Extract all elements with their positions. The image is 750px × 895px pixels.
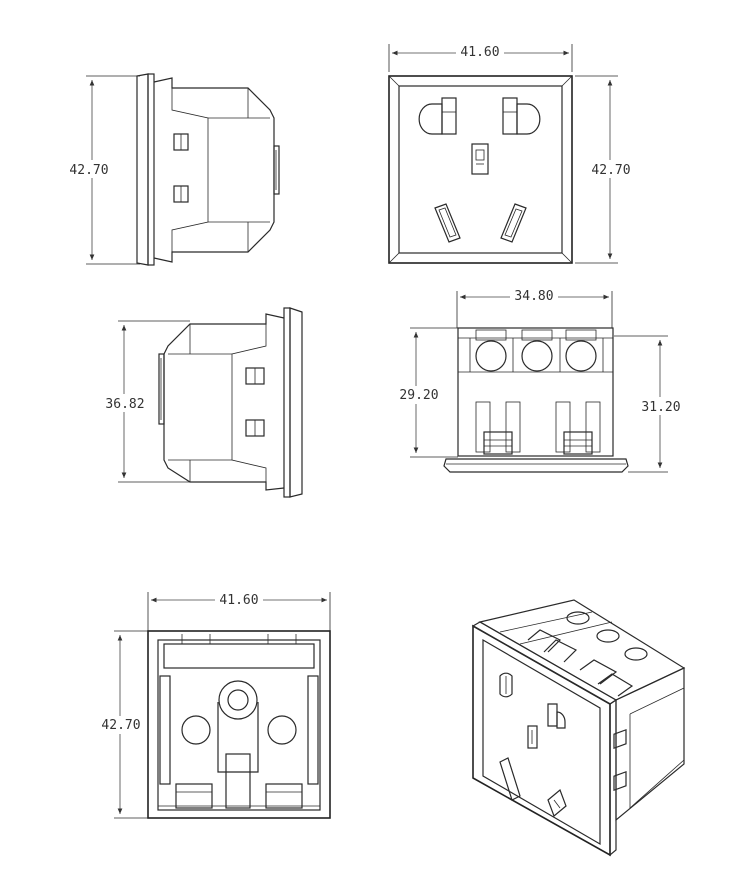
top-view: 34.80 29.20 31.20 (396, 287, 684, 473)
front-height-label: 42.70 (591, 163, 630, 178)
front-view: 41.60 42.70 (388, 42, 634, 264)
side-view-left: 42.70 (66, 73, 280, 266)
back-width-label: 41.60 (219, 593, 258, 608)
back-view: 41.60 42.70 (98, 591, 331, 819)
flat-slot-left (434, 203, 461, 243)
dimension-top-left-height: 29.20 (396, 327, 458, 458)
back-height-label: 42.70 (101, 718, 140, 733)
top-left-height-label: 29.20 (399, 388, 438, 403)
dimension-side-right-height: 36.82 (102, 320, 190, 483)
pin-slot-right (502, 97, 541, 135)
side-right-height-label: 36.82 (105, 397, 144, 412)
isometric-view (471, 599, 686, 857)
flat-slot-right (500, 203, 527, 243)
dimension-front-width: 41.60 (388, 42, 573, 72)
dimension-side-left-height: 42.70 (66, 75, 140, 265)
earth-slot (471, 143, 489, 175)
side-left-height-label: 42.70 (69, 163, 108, 178)
front-width-label: 41.60 (460, 45, 499, 60)
dimension-top-right-height: 31.20 (614, 335, 684, 473)
top-right-height-label: 31.20 (641, 400, 680, 415)
side-view-right: 36.82 (102, 307, 303, 498)
top-width-label: 34.80 (514, 289, 553, 304)
dimension-back-height: 42.70 (98, 630, 150, 819)
dimension-front-height: 42.70 (575, 75, 634, 264)
pin-slot-left (418, 97, 457, 135)
dimension-top-width: 34.80 (456, 287, 613, 328)
dimension-back-width: 41.60 (147, 591, 331, 632)
